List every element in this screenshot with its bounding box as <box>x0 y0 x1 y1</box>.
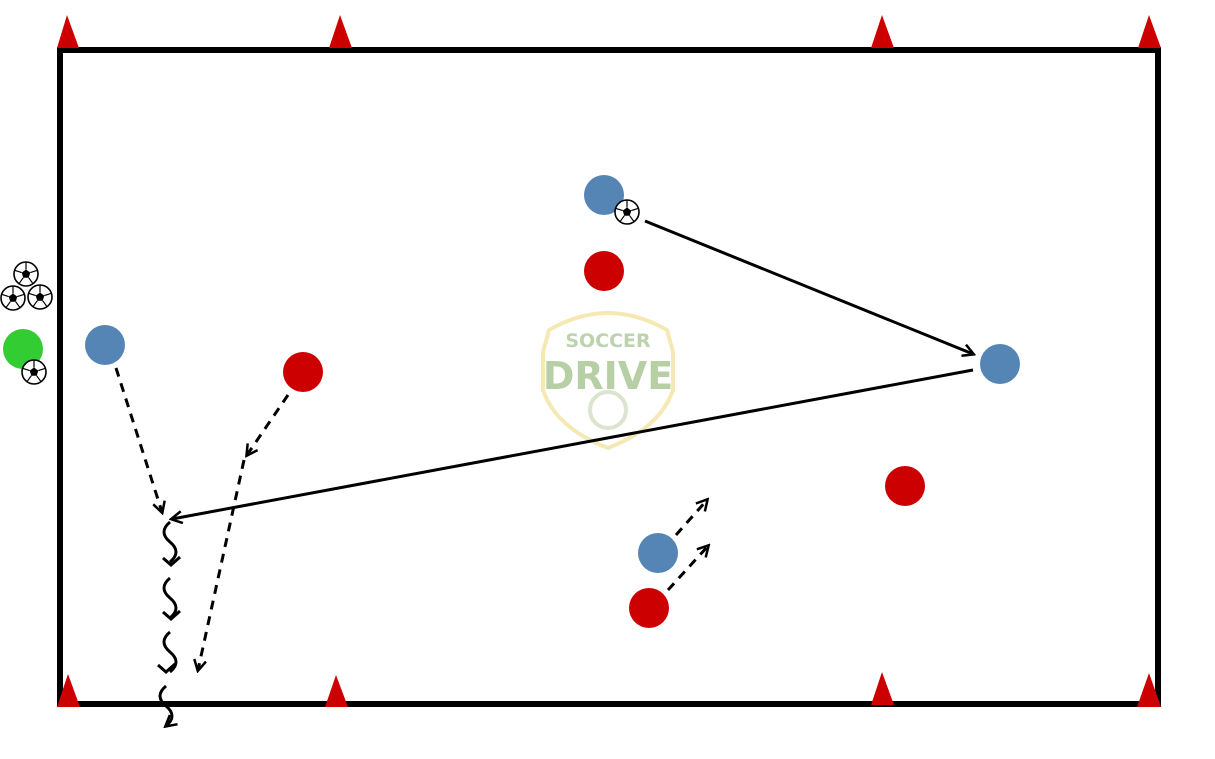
logo-watermark: SOCCER DRIVE <box>541 311 675 451</box>
red-player <box>629 588 669 628</box>
run-arrow <box>114 367 162 512</box>
soccer-ball-icon <box>27 284 53 310</box>
blue-player <box>85 325 125 365</box>
run-arrow <box>247 394 290 455</box>
cone-icon <box>325 675 348 707</box>
blue-player <box>980 344 1020 384</box>
pass-arrow <box>644 219 973 354</box>
server-player <box>3 329 43 369</box>
cone-icon <box>871 672 894 705</box>
field-boundary <box>57 47 1161 707</box>
dribble-arrow-heads <box>157 555 181 674</box>
players <box>3 175 1020 628</box>
run-arrow <box>666 546 708 592</box>
red-player <box>283 352 323 392</box>
soccer-ball-icon <box>0 285 26 311</box>
logo-line2: DRIVE <box>543 354 673 398</box>
cone-icon <box>1137 673 1161 707</box>
soccer-ball-icon <box>13 261 39 287</box>
dribble-arrow <box>160 520 176 726</box>
run-arrow <box>674 500 707 536</box>
cone-icon <box>329 15 352 48</box>
cone-icon <box>57 15 79 48</box>
run-arrow <box>198 459 246 670</box>
blue-player <box>638 533 678 573</box>
movements <box>114 219 974 726</box>
red-player <box>885 466 925 506</box>
soccer-ball-icon <box>614 199 640 225</box>
pass-arrow <box>172 368 974 519</box>
red-player <box>584 251 624 291</box>
soccer-ball-icon <box>21 359 47 385</box>
cone-icon <box>1138 15 1161 48</box>
logo-shield-icon <box>541 311 675 451</box>
cones <box>57 15 1161 707</box>
cone-icon <box>871 15 894 48</box>
blue-player <box>584 175 624 215</box>
cone-icon <box>57 674 80 707</box>
logo-line1: SOCCER <box>565 330 651 352</box>
